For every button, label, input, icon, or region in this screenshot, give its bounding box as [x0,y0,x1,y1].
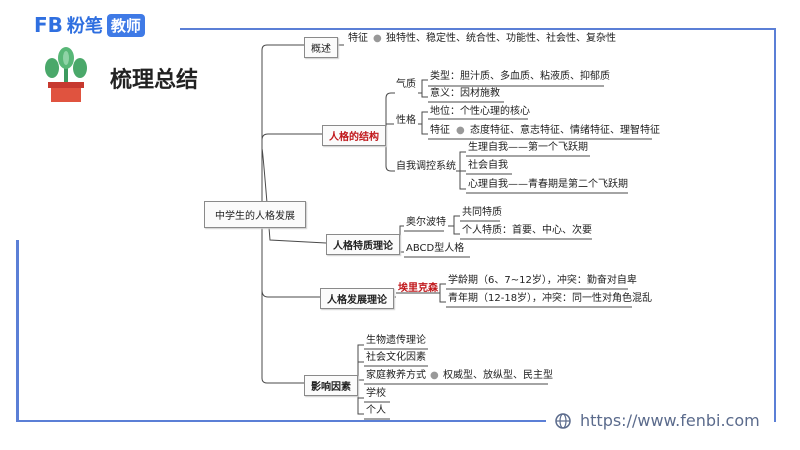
plant-icon [45,47,87,102]
globe-icon [555,413,571,429]
abcd-node: ABCD型人格 [406,243,465,254]
factor-item: 个人 [366,405,386,416]
character-status: 地位：个性心理的核心 [430,106,530,117]
self-regulation-item: 社会自我 [468,160,508,171]
overview-feature-key: 特征 [348,33,368,44]
overview-feature-value: 独特性、稳定性、统合性、功能性、社会性、复杂性 [386,33,616,44]
brand-name: 粉笔 [66,16,103,37]
frame-bottom-bar [16,420,546,422]
character-feature-value: 态度特征、意志特征、情绪特征、理智特征 [470,125,660,136]
bullet-dot-icon: ● [430,370,439,381]
self-regulation-node: 自我调控系统 [396,161,456,172]
factors-node: 影响因素 [304,375,358,396]
temperament-meaning: 意义：因材施教 [430,88,500,99]
brand-badge: 教师 [106,13,145,37]
allport-item: 个人特质：首要、中心、次要 [462,225,592,236]
factor-item: 学校 [366,388,386,399]
self-regulation-item: 生理自我——第一个飞跃期 [468,142,588,153]
structure-node: 人格的结构 [322,125,386,146]
temperament-type: 类型：胆汁质、多血质、粘液质、抑郁质 [430,71,610,82]
frame-left-bar [16,240,19,422]
factor-item: 社会文化因素 [366,352,426,363]
frame-border [180,28,776,422]
development-item: 学龄期（6、7~12岁），冲突：勤奋对自卑 [448,275,637,286]
character-feature-key: 特征 [430,125,450,136]
root-node: 中学生的人格发展 [204,201,306,228]
factor-item: 家庭教养方式 [366,370,426,381]
family-styles: 权威型、放纵型、民主型 [443,370,553,381]
erikson-node: 埃里克森 [398,283,438,294]
factor-item: 生物遗传理论 [366,335,426,346]
overview-node: 概述 [304,37,338,58]
bullet-dot-icon: ● [373,33,382,44]
footer-url[interactable]: https://www.fenbi.com [580,411,760,430]
bullet-dot-icon: ● [456,125,465,136]
brand-logo: FB 粉笔 教师 [34,12,145,38]
self-regulation-item: 心理自我——青春期是第二个飞跃期 [468,179,628,190]
page-title: 梳理总结 [110,68,199,93]
allport-node: 奥尔波特 [406,217,446,228]
brand-mark: FB [34,13,63,37]
trait-node: 人格特质理论 [326,234,400,255]
development-item: 青年期（12-18岁），冲突：同一性对角色混乱 [448,293,653,304]
temperament-node: 气质 [396,79,416,90]
allport-item: 共同特质 [462,207,502,218]
character-node: 性格 [396,115,416,126]
development-node: 人格发展理论 [320,288,394,309]
